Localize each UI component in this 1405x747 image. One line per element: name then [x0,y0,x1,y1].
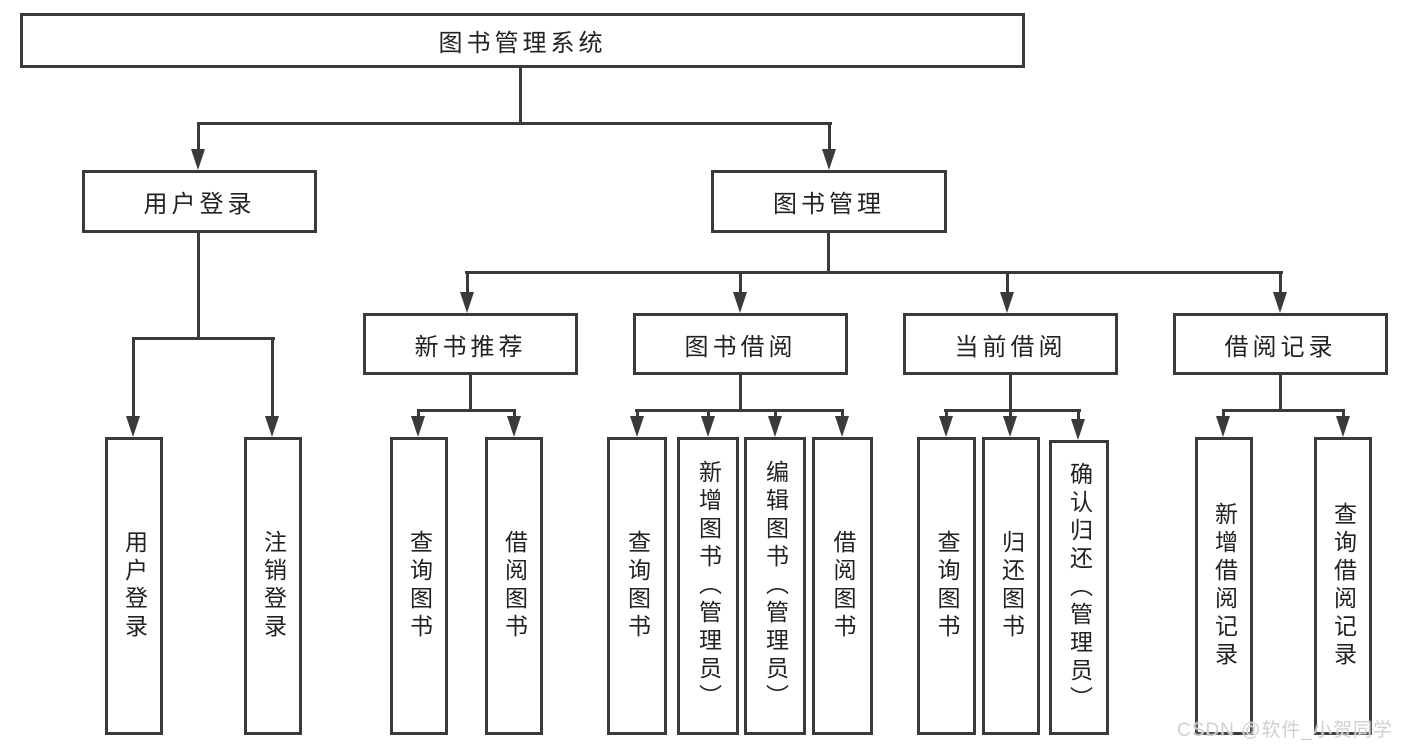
connector-line [841,409,844,417]
connector-line [519,68,522,122]
arrow-down-icon [411,416,425,437]
arrow-down-icon [939,416,953,437]
leaf-add-borrow-record: 新增借阅记录 [1195,437,1253,735]
arrow-down-icon [265,416,279,437]
connector-line [739,375,742,409]
arrow-down-icon [1336,416,1350,437]
connector-line [774,409,777,417]
connector-line [417,409,516,412]
arrow-down-icon [630,416,644,437]
connector-line [1077,409,1080,420]
leaf-current-query-books: 查询图书 [917,437,976,735]
node-new-book-recommend-label: 新书推荐 [414,333,527,361]
node-library-system-label: 图书管理系统 [438,30,607,57]
arrow-down-icon [1273,292,1287,313]
node-book-management-label: 图书管理 [773,191,885,218]
leaf-borrowing-borrow-books: 借阅图书 [812,437,873,735]
node-current-borrowing-label: 当前借阅 [954,333,1067,361]
node-book-borrowing: 图书借阅 [633,313,848,375]
connector-line [945,409,948,417]
leaf-return-books: 归还图书 [982,437,1040,735]
node-user-login: 用户登录 [82,170,317,233]
node-borrowing-records-label: 借阅记录 [1224,333,1337,361]
connector-line [827,233,830,271]
leaf-confirm-return-admin-label: 确认归还（管理员） [1066,461,1093,714]
leaf-newbooks-borrow-books-label: 借阅图书 [501,530,528,642]
leaf-logout-label: 注销登录 [260,530,287,642]
leaf-newbooks-borrow-books: 借阅图书 [485,437,543,735]
arrow-down-icon [1071,419,1085,440]
node-new-book-recommend: 新书推荐 [363,313,578,375]
leaf-add-books-admin-label: 新增图书（管理员） [695,460,722,712]
node-user-login-label: 用户登录 [143,191,256,218]
connector-line [1009,409,1012,417]
leaf-confirm-return-admin: 确认归还（管理员） [1049,440,1109,735]
connector-line [635,409,844,412]
leaf-edit-books-admin-label: 编辑图书（管理员） [762,460,789,712]
arrow-down-icon [1216,416,1230,437]
connector-line [417,409,420,417]
leaf-current-query-books-label: 查询图书 [934,530,960,642]
connector-line [944,409,1081,412]
leaf-add-borrow-record-label: 新增借阅记录 [1211,502,1238,670]
leaf-borrowing-query-books-label: 查询图书 [624,530,651,642]
connector-line [469,375,472,409]
connector-line [513,409,516,417]
connector-line [636,409,639,417]
node-current-borrowing: 当前借阅 [903,313,1118,375]
node-library-system: 图书管理系统 [20,13,1025,68]
arrow-down-icon [191,149,205,170]
connector-line [1222,409,1225,417]
arrow-down-icon [460,292,474,313]
arrow-down-icon [733,292,747,313]
connector-line [466,271,469,293]
connector-line [1009,375,1012,409]
leaf-query-borrow-record-label: 查询借阅记录 [1330,502,1357,670]
connector-line [197,122,200,150]
connector-line [132,337,135,417]
node-book-borrowing-label: 图书借阅 [684,333,797,361]
leaf-query-borrow-record: 查询借阅记录 [1314,437,1372,735]
connector-line [465,271,1283,274]
connector-line [132,337,275,340]
arrow-down-icon [701,416,715,437]
leaf-borrowing-query-books: 查询图书 [607,437,667,735]
arrow-down-icon [768,416,782,437]
connector-line [197,122,832,125]
arrow-down-icon [126,416,140,437]
node-borrowing-records: 借阅记录 [1173,313,1388,375]
leaf-return-books-label: 归还图书 [998,530,1025,642]
leaf-borrowing-borrow-books-label: 借阅图书 [830,530,856,642]
leaf-newbooks-query-books: 查询图书 [390,437,448,735]
arrow-down-icon [835,416,849,437]
arrow-down-icon [1003,416,1017,437]
watermark: CSDN @软件_小贺同学 [1177,720,1393,741]
connector-line [707,409,710,417]
leaf-newbooks-query-books-label: 查询图书 [406,530,433,642]
connector-line [197,233,200,337]
leaf-add-books-admin: 新增图书（管理员） [677,437,739,735]
connector-line [1006,271,1009,293]
arrow-down-icon [507,416,521,437]
connector-line [1222,409,1345,412]
connector-line [271,337,274,417]
arrow-down-icon [822,149,836,170]
node-book-management: 图书管理 [711,170,947,233]
leaf-logout: 注销登录 [244,437,302,735]
connector-line [1279,375,1282,409]
leaf-edit-books-admin: 编辑图书（管理员） [744,437,806,735]
connector-line [828,122,831,150]
connector-line [1342,409,1345,417]
arrow-down-icon [1000,292,1014,313]
connector-line [739,271,742,293]
leaf-user-login: 用户登录 [105,437,163,735]
leaf-user-login-label: 用户登录 [121,530,148,642]
connector-line [1279,271,1282,293]
